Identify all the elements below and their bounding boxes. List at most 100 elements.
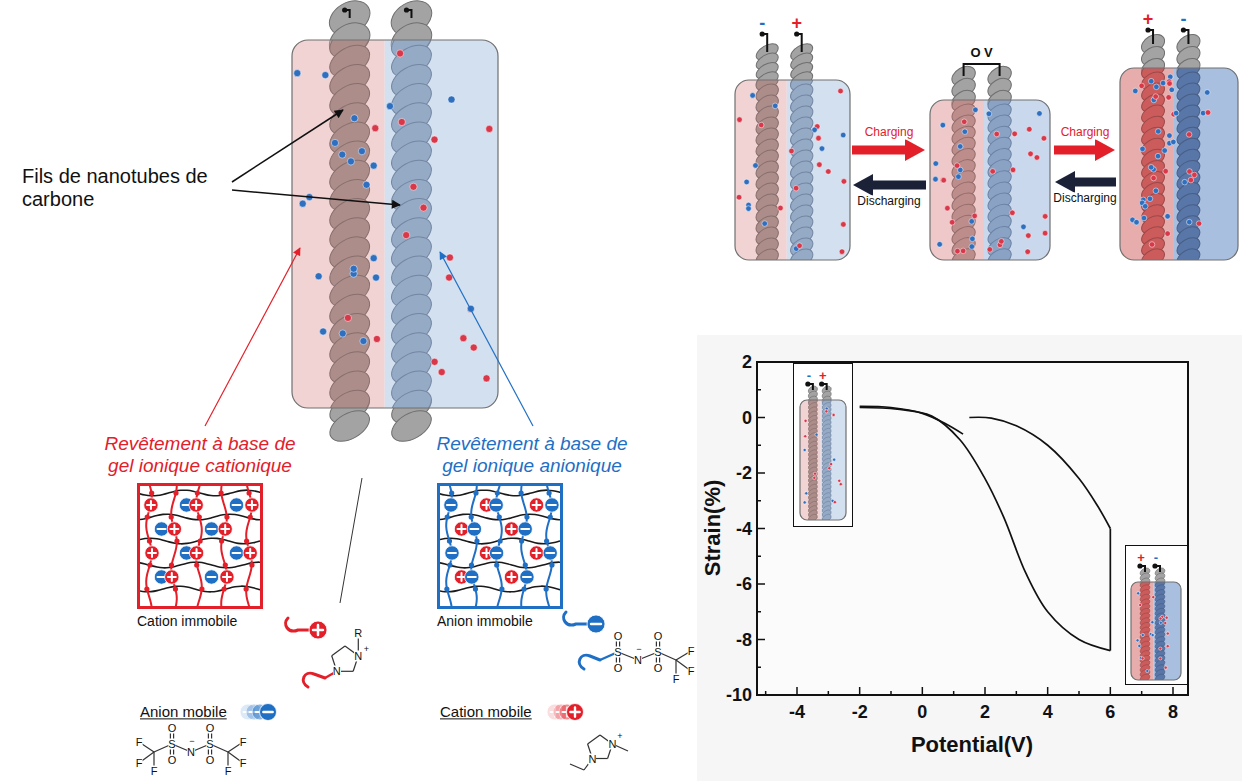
- yarn-device: [386, 404, 436, 447]
- yarn-device: [292, 40, 498, 408]
- yarn-device: [1021, 224, 1027, 230]
- cation-symbol: [248, 501, 256, 509]
- ionic-gel-network: [140, 490, 260, 496]
- cation-symbol: [529, 546, 543, 560]
- ionic-gel-network: [444, 586, 449, 591]
- anion-symbol: [448, 552, 456, 554]
- ionic-gel-network: [244, 538, 249, 543]
- ionic-gel-network: [440, 490, 560, 496]
- yarn-device: [1012, 131, 1018, 137]
- yarn-device: [797, 34, 802, 52]
- yarn-device: [986, 111, 992, 117]
- yarn-device: [448, 96, 455, 103]
- atom-label: −: [636, 645, 641, 654]
- yarn-device: [973, 107, 979, 113]
- strain-chart: [697, 335, 1242, 781]
- yarn-device: [370, 255, 377, 262]
- yarn-device: [793, 185, 799, 191]
- yarn-device: [735, 80, 850, 260]
- yarn-device: [758, 122, 764, 128]
- gel-box: [137, 483, 263, 609]
- yarn-device: [483, 375, 490, 382]
- cation-symbol: [529, 546, 543, 560]
- atom-label: +: [364, 645, 369, 654]
- yarn-device: [1205, 110, 1211, 116]
- yarn-device: [735, 80, 787, 260]
- yarn-device: [370, 162, 377, 169]
- yarn-device: [930, 100, 1050, 260]
- ionic-gel-network: [495, 490, 500, 495]
- ionic-gel-network: [197, 514, 202, 519]
- yarn-device: [999, 239, 1005, 245]
- yarn-device: [292, 0, 498, 448]
- yarn-device: [1146, 669, 1149, 672]
- ionic-gel-network: [145, 514, 150, 519]
- yarn-device: [838, 479, 841, 482]
- cation-symbol: [508, 573, 516, 581]
- yarn-device: [787, 80, 850, 260]
- ionic-gel-network: [447, 562, 452, 567]
- yarn-device: [828, 467, 831, 470]
- yarn-device: [819, 146, 825, 152]
- yarn-device: [339, 151, 346, 158]
- yarn-device: [804, 435, 807, 438]
- yarn-device: [1042, 214, 1048, 220]
- ionic-gel-network: [447, 538, 452, 543]
- yarn-device: [1137, 592, 1140, 595]
- coating-label: Revêtement à base de gel ionique anioniq…: [425, 433, 640, 477]
- yarn-device: [1010, 210, 1016, 216]
- cation-symbol: [246, 549, 254, 557]
- yarn-device: [1165, 616, 1168, 619]
- yarn-device: [1131, 582, 1154, 680]
- ionic-gel-network: [219, 490, 224, 495]
- yarn-device: [964, 64, 1000, 76]
- yarn-device: [292, 40, 498, 408]
- ionic-gel-network: [140, 486, 260, 606]
- anion-symbol: [204, 570, 218, 584]
- ionic-gel-network: [223, 562, 228, 567]
- anion-symbol: [468, 576, 476, 578]
- strain-chart: [860, 408, 1111, 651]
- yarn-device: [832, 413, 835, 416]
- yarn-device: [1120, 68, 1238, 260]
- ionic-gel-network: [544, 538, 549, 543]
- discharging-arrow: [872, 181, 926, 190]
- anion-symbol: [467, 522, 481, 536]
- anion-symbol: [445, 546, 459, 560]
- ionic-gel-network: [548, 514, 553, 519]
- yarn-device: [1166, 95, 1172, 101]
- ionic-gel-network: [440, 514, 560, 520]
- ionic-gel-network: [140, 514, 260, 520]
- anion-symbol: [233, 504, 241, 506]
- yarn-device: [1134, 219, 1140, 225]
- yarn-device: [750, 93, 756, 99]
- yarn-device: [833, 458, 836, 461]
- leader-lines: [440, 252, 533, 426]
- anion-symbol: [204, 522, 218, 536]
- yarn-device: [1131, 582, 1181, 680]
- atom-label: F: [136, 737, 143, 748]
- yarn-device: [1026, 126, 1032, 132]
- ionic-gel-network: [219, 538, 224, 543]
- cation-symbol: [313, 625, 323, 635]
- yarn-device: [1155, 153, 1161, 159]
- yarn-device: [829, 462, 832, 465]
- yarn-device: [800, 400, 846, 520]
- strain-chart: [757, 417, 765, 419]
- chemical-structure: [570, 764, 584, 770]
- yarn-device: [446, 254, 453, 261]
- yarn-device: [839, 483, 842, 486]
- yarn-device: [1167, 81, 1173, 87]
- ionic-gel-network: [523, 562, 528, 567]
- yarn-device: [320, 328, 327, 335]
- anion-symbol: [493, 552, 501, 554]
- chemical-structure: [588, 735, 600, 744]
- tick-label: 0: [917, 702, 927, 723]
- atom-label: N: [354, 650, 362, 661]
- yarn-device: [1173, 110, 1179, 116]
- strain-chart: [757, 389, 761, 391]
- yarn-device: [325, 404, 375, 447]
- ionic-gel-network: [169, 562, 174, 567]
- ionic-gel-network: [195, 490, 200, 495]
- cation-symbol: [570, 707, 579, 716]
